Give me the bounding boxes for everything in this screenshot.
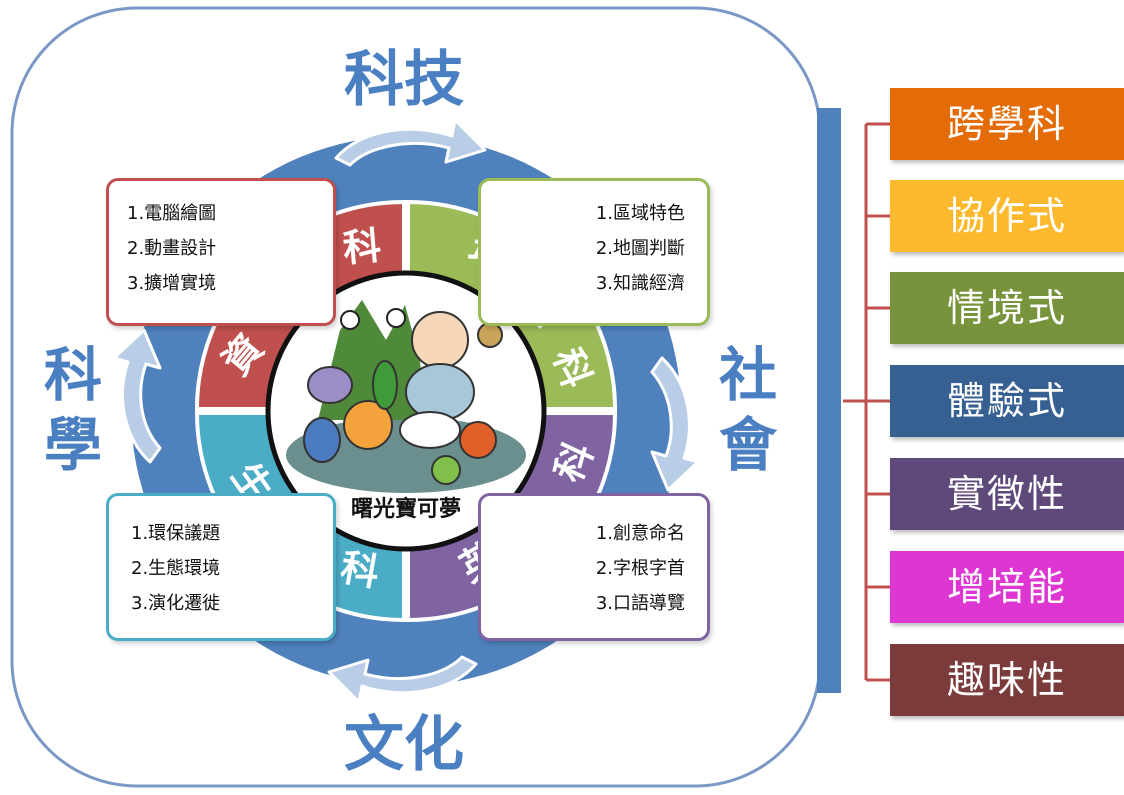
eye-left — [340, 310, 360, 330]
arrow-bottom — [327, 655, 478, 704]
card-eng-item: 1.創意命名 — [595, 523, 685, 544]
label-culture: 文化 — [344, 710, 464, 780]
green-creature — [431, 455, 461, 485]
tag-fun: 趣味性 — [890, 644, 1124, 716]
center-label: 曙光寶可夢 — [351, 496, 461, 522]
card-bio-item: 3.演化遷徙 — [131, 593, 221, 614]
purple-creature — [307, 366, 353, 404]
label-science-1: 科 — [44, 341, 102, 409]
arrow-left — [112, 328, 162, 464]
arrow-top — [334, 118, 487, 167]
tag-empirical: 實徵性 — [890, 458, 1124, 530]
card-info: 1.電腦繪圖 2.動畫設計 3.擴增實境 — [106, 178, 336, 326]
card-eng-item: 3.口語導覽 — [595, 593, 685, 614]
tag-situational: 情境式 — [890, 272, 1124, 344]
right-bar — [817, 108, 841, 693]
info-char-3: 科 — [341, 223, 383, 270]
card-geo-item: 2.地圖判斷 — [595, 238, 685, 259]
parrot-creature — [303, 417, 341, 463]
label-technology: 科技 — [344, 45, 464, 115]
tag-collaborative: 協作式 — [890, 180, 1124, 252]
card-info-item: 3.擴增實境 — [127, 273, 217, 294]
label-society-1: 社 — [719, 341, 777, 409]
monk-head — [411, 311, 469, 369]
card-bio-item: 1.環保議題 — [131, 523, 221, 544]
tag-experiential: 體驗式 — [890, 365, 1124, 437]
card-eng: 1.創意命名 2.字根字首 3.口語導覽 — [478, 493, 710, 641]
card-geo-item: 3.知識經濟 — [595, 273, 685, 294]
card-eng-item: 2.字根字首 — [595, 558, 685, 579]
connector-lines — [843, 122, 890, 682]
monk-body — [405, 363, 475, 421]
label-society-2: 會 — [719, 411, 778, 479]
card-bio: 1.環保議題 2.生態環境 3.演化遷徙 — [106, 493, 336, 641]
orange-creature — [459, 421, 497, 459]
label-science-2: 學 — [44, 411, 102, 479]
bowl — [399, 411, 461, 449]
card-bio-item: 2.生態環境 — [131, 558, 221, 579]
cycle-arrows — [112, 118, 700, 704]
cactus-creature — [372, 360, 398, 410]
card-info-item: 2.動畫設計 — [127, 238, 217, 259]
card-info-item: 1.電腦繪圖 — [127, 203, 217, 224]
tag-empowering: 增培能 — [890, 551, 1124, 623]
eye-right — [386, 308, 406, 328]
arrow-right — [650, 356, 700, 492]
card-geo-item: 1.區域特色 — [595, 203, 685, 224]
cat-creature — [343, 400, 393, 450]
owl-creature — [477, 322, 503, 348]
card-geo: 1.區域特色 2.地圖判斷 3.知識經濟 — [478, 178, 710, 326]
center-illustration — [286, 300, 526, 493]
tag-interdisciplinary: 跨學科 — [890, 88, 1124, 160]
bio-char-3: 科 — [337, 545, 382, 595]
